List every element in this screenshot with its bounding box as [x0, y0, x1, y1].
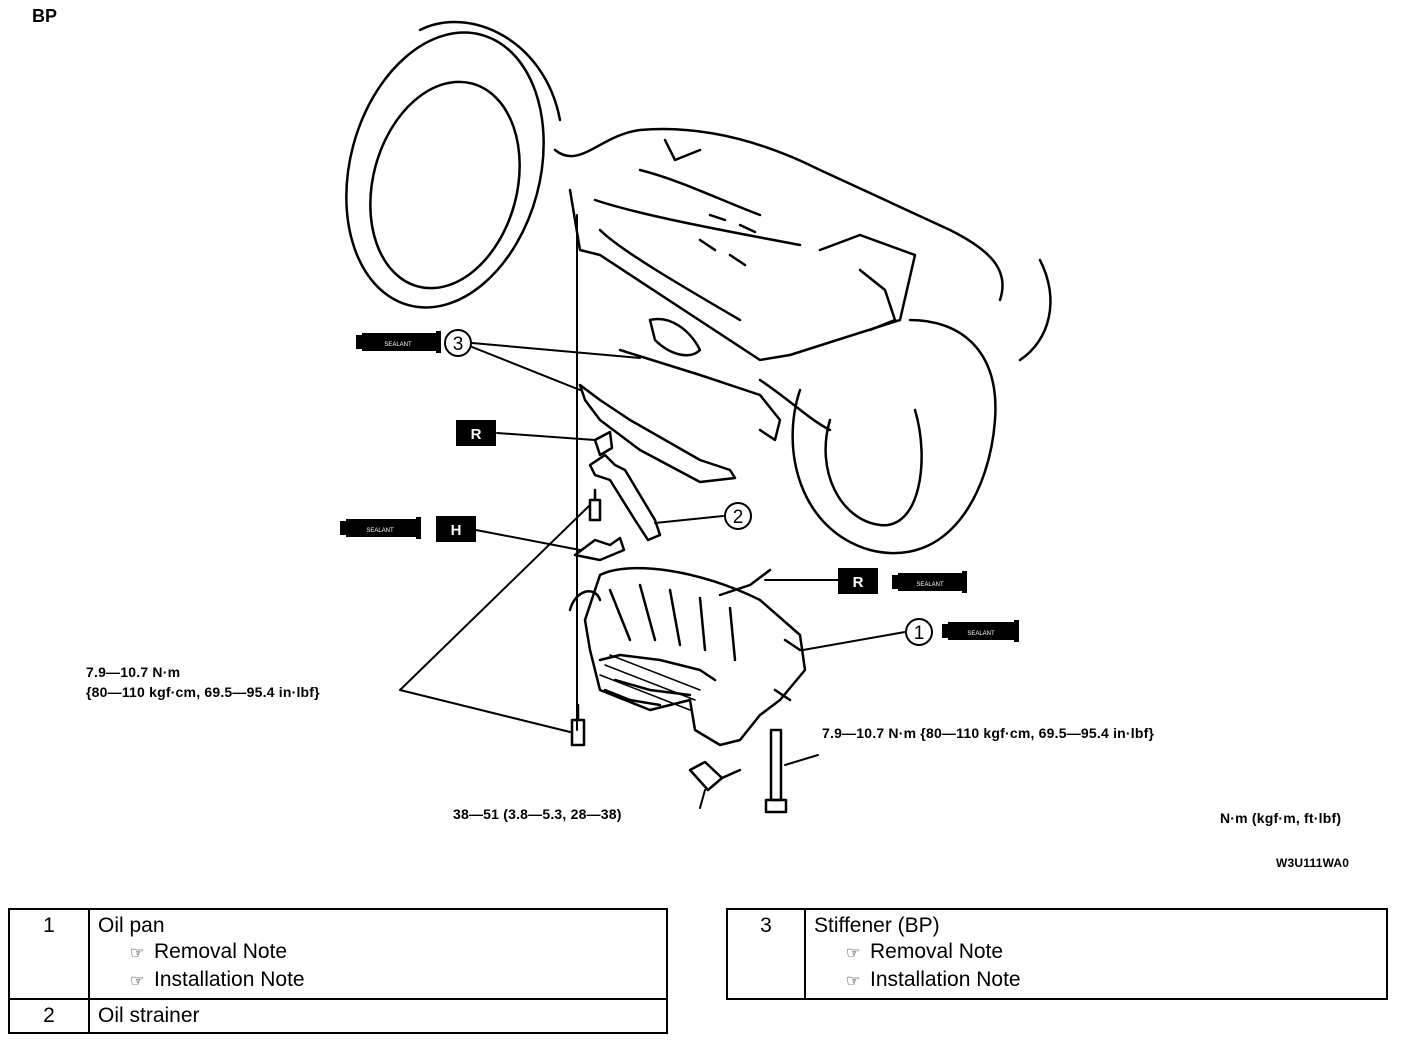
torque-left-line2: {80—110 kgf·cm, 69.5—95.4 in·lbf}	[86, 684, 320, 700]
unit-legend: N·m (kgf·m, ft·lbf)	[1220, 810, 1342, 826]
pointing-hand-icon: ☞	[846, 945, 861, 962]
h-badge: H	[436, 516, 476, 542]
engine-code-label: BP	[32, 6, 58, 26]
pointing-hand-icon: ☞	[130, 973, 145, 990]
torque-right: 7.9—10.7 N·m {80—110 kgf·cm, 69.5—95.4 i…	[822, 725, 1155, 741]
torque-bottom: 38—51 (3.8—5.3, 28—38)	[453, 806, 622, 822]
part-number: 3	[726, 908, 806, 1000]
part-number: 2	[8, 998, 90, 1034]
leader-lines	[399, 342, 906, 809]
sealant-tube-icon: SEALANT	[942, 620, 1019, 642]
callout-1-circle	[905, 618, 933, 646]
bolt-right	[764, 728, 788, 814]
part-name: Oil pan	[98, 914, 165, 937]
pointing-hand-icon: ☞	[846, 973, 861, 990]
table-row: 1 Oil pan ☞Removal Note ☞Installation No…	[8, 908, 668, 1000]
bolt-bottom	[688, 760, 742, 792]
part-number: 1	[8, 908, 90, 1000]
sealant-tube-icon: SEALANT	[892, 571, 967, 593]
oil-strainer	[573, 430, 662, 562]
pointing-hand-icon: ☞	[130, 945, 145, 962]
note-link[interactable]: ☞Installation Note	[98, 967, 658, 995]
note-link[interactable]: ☞Removal Note	[98, 939, 658, 967]
part-cell: Oil pan ☞Removal Note ☞Installation Note	[88, 908, 668, 1000]
sealant-text: SEALANT	[384, 342, 412, 348]
callout-1: 1	[914, 623, 925, 644]
note-link[interactable]: ☞Installation Note	[814, 967, 1378, 995]
engine-block	[345, 20, 1052, 555]
part-cell: Oil strainer	[88, 998, 668, 1034]
oil-pan	[568, 566, 807, 747]
r-badge: R	[838, 568, 878, 594]
svg-text:H: H	[451, 522, 462, 539]
part-name: Oil strainer	[98, 1004, 200, 1027]
figure-code: W3U111WA0	[1276, 856, 1350, 870]
sealant-tube-icon: SEALANT	[356, 331, 441, 353]
parts-table-left: 1 Oil pan ☞Removal Note ☞Installation No…	[8, 908, 668, 1034]
table-row: 2 Oil strainer	[8, 998, 668, 1034]
callout-2-circle	[724, 502, 752, 530]
svg-text:R: R	[471, 426, 482, 443]
note-link[interactable]: ☞Removal Note	[814, 939, 1378, 967]
parts-table-right: 3 Stiffener (BP) ☞Removal Note ☞Installa…	[726, 908, 1388, 1000]
sealant-text: SEALANT	[366, 528, 394, 534]
exploded-view-diagram: 3 2 1 SEALANT SEALANT SEALANT SEALANT R …	[340, 20, 1052, 814]
callout-2: 2	[733, 507, 744, 528]
torque-left-line1: 7.9—10.7 N·m	[86, 664, 181, 680]
part-cell: Stiffener (BP) ☞Removal Note ☞Installati…	[804, 908, 1388, 1000]
r-badge: R	[456, 420, 496, 446]
table-row: 3 Stiffener (BP) ☞Removal Note ☞Installa…	[726, 908, 1388, 1000]
svg-text:R: R	[853, 574, 864, 591]
sealant-text: SEALANT	[916, 582, 944, 588]
bolt-strainer	[588, 488, 602, 522]
bolt-left	[570, 703, 586, 747]
stiffener	[578, 348, 782, 484]
callout-3: 3	[453, 334, 464, 355]
callout-3-circle	[444, 329, 472, 357]
part-name: Stiffener (BP)	[814, 914, 940, 937]
sealant-tube-icon: SEALANT	[340, 517, 421, 539]
sealant-text: SEALANT	[967, 631, 995, 637]
